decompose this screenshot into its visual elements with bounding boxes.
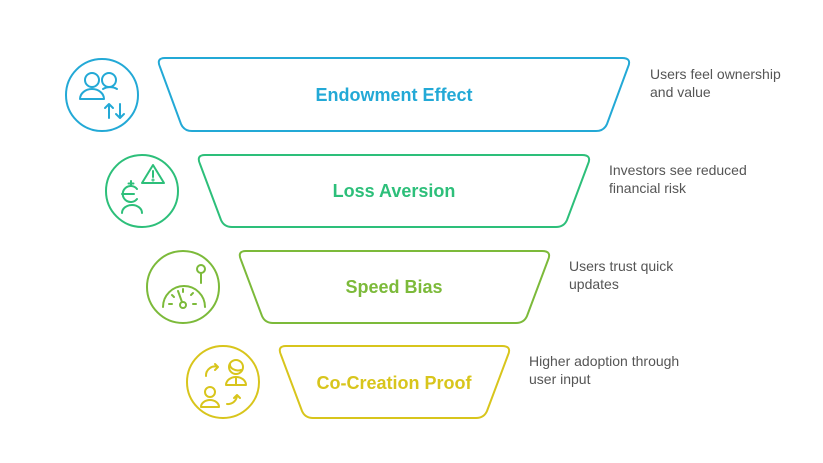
users-exchange-icon <box>65 58 139 132</box>
stage-endowment-effect: Endowment Effect <box>65 57 631 132</box>
description-line: Higher adoption through <box>529 353 680 369</box>
stage-description: Users feel ownership and value <box>650 65 781 101</box>
stage-shape <box>197 154 591 228</box>
stage-description: Higher adoption through user input <box>529 352 679 388</box>
description-line: user input <box>529 371 591 387</box>
description-line: Users feel ownership <box>650 66 781 82</box>
stage-title: Co-Creation Proof <box>317 373 473 393</box>
stage-title: Endowment Effect <box>315 85 472 105</box>
collaboration-icon <box>186 345 260 419</box>
description-line: and value <box>650 84 711 100</box>
stage-description: Investors see reduced financial risk <box>609 161 747 197</box>
stage-shape <box>238 250 551 324</box>
stage-speed-bias: Speed Bias <box>146 250 551 324</box>
currency-warning-icon <box>105 154 179 228</box>
description-line: Investors see reduced <box>609 162 747 178</box>
stage-title: Loss Aversion <box>333 181 456 201</box>
description-line: financial risk <box>609 180 687 196</box>
description-line: Users trust quick <box>569 258 674 274</box>
stage-shape <box>157 57 631 132</box>
stage-shape <box>278 345 511 419</box>
description-line: updates <box>569 276 619 292</box>
stage-loss-aversion: Loss Aversion <box>105 154 591 228</box>
speedometer-icon <box>146 250 220 324</box>
stage-co-creation-proof: Co-Creation Proof <box>186 345 511 419</box>
stage-title: Speed Bias <box>345 277 442 297</box>
stage-description: Users trust quick updates <box>569 257 673 293</box>
